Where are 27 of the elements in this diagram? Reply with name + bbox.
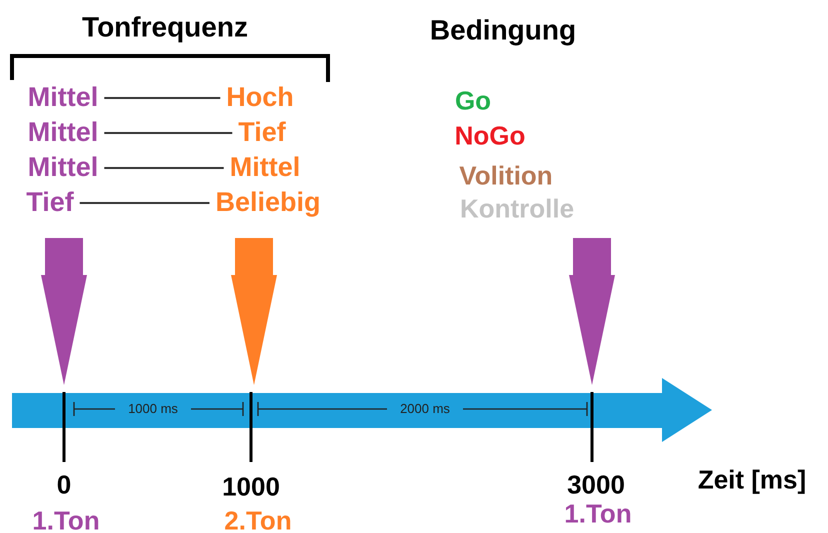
tone-label: Beliebig [215, 188, 321, 218]
tone-label: Mittel [230, 153, 300, 183]
dimension-label: 1000 ms [128, 402, 178, 416]
text-label: 1.Ton [32, 506, 100, 533]
tone-label: Tief [238, 118, 286, 148]
tone-label: Mittel [28, 118, 98, 148]
text-label: Kontrolle [460, 194, 574, 224]
connector-line [80, 202, 210, 204]
text-label: Tonfrequenz [82, 12, 248, 44]
tone-label: Mittel [28, 83, 98, 113]
tone-label: Tief [26, 188, 74, 218]
text-label: 3000 [567, 470, 625, 500]
text-label: 1000 [222, 472, 280, 502]
tone-label: Mittel [28, 153, 98, 183]
connector-line [104, 97, 220, 99]
connector-line [104, 167, 224, 169]
text-label: NoGo [454, 122, 526, 150]
text-label: Go [454, 86, 492, 116]
text-label: 2.Ton [224, 506, 292, 533]
text-label: 1.Ton [564, 500, 632, 528]
text-label: Bedingung [430, 16, 576, 46]
connector-line [104, 132, 232, 134]
text-label: Volition [459, 162, 553, 190]
text-label: Zeit [ms] [698, 466, 806, 494]
text-label: 0 [56, 470, 72, 500]
tone-label: Hoch [226, 83, 294, 113]
dimension-label: 2000 ms [400, 402, 450, 416]
